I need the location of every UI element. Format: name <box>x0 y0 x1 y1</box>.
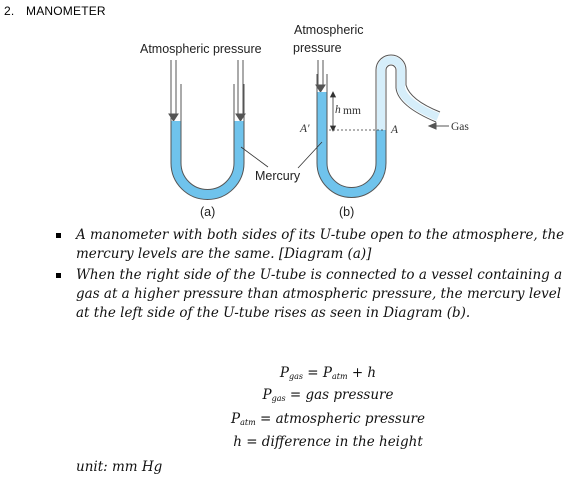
label-mm: mm <box>343 105 361 117</box>
caption-a: (a) <box>200 205 215 219</box>
arrow-left-icon <box>427 122 449 130</box>
equation-pressure: Pgas = Patm + h <box>279 365 377 381</box>
list-item: A manometer with both sides of its U-tub… <box>56 226 576 264</box>
arrow-down-icon <box>315 60 326 93</box>
definition-atm-pressure: Patm = atmospheric pressure <box>231 411 425 427</box>
section-heading: 2. MANOMETER <box>4 4 106 18</box>
u-tube-b <box>316 54 441 198</box>
list-item: When the right side of the U-tube is con… <box>56 266 576 323</box>
label-a: A <box>390 124 399 136</box>
label-mercury: Mercury <box>255 169 301 183</box>
arrow-down-icon <box>168 60 179 122</box>
manometer-diagram: Atmospheric pressure Atmospheric pressur… <box>140 23 469 219</box>
section-number: 2. <box>4 4 15 18</box>
label-a-prime: A′ <box>299 123 310 135</box>
label-h: h <box>335 104 341 116</box>
caption-b: (b) <box>339 205 354 219</box>
definition-h: h = difference in the height <box>233 434 423 450</box>
unit-line: unit: mm Hg <box>76 459 163 475</box>
label-atmospheric-pressure-a: Atmospheric pressure <box>140 42 262 56</box>
u-tube-a <box>170 84 245 200</box>
definition-gas-pressure: Pgas = gas pressure <box>262 387 394 403</box>
label-atmospheric-pressure-b-line1: Atmospheric <box>294 23 363 37</box>
height-marker <box>329 91 384 132</box>
bullet-list: A manometer with both sides of its U-tub… <box>56 226 576 325</box>
section-title: MANOMETER <box>26 4 106 18</box>
label-atmospheric-pressure-b-line2: pressure <box>293 41 342 55</box>
label-gas: Gas <box>451 121 469 133</box>
arrow-down-icon <box>235 60 246 122</box>
